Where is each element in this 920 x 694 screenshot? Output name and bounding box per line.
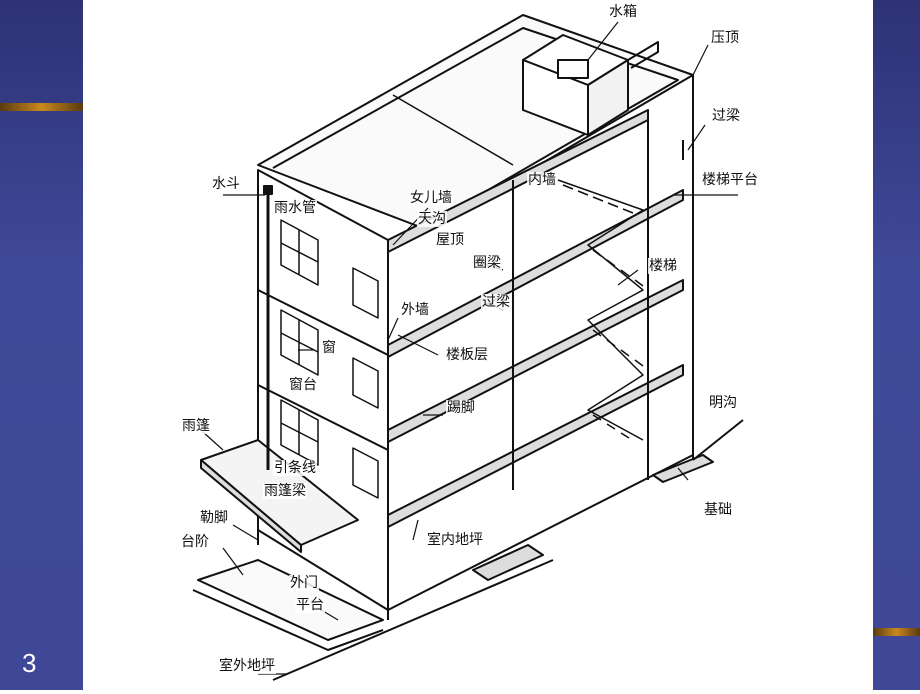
- label-platform: 平台: [295, 597, 325, 613]
- water-tank: [522, 34, 659, 136]
- label-coping: 压顶: [710, 30, 740, 46]
- label-steps: 台阶: [180, 534, 210, 550]
- left-windows: [280, 219, 379, 499]
- label-inner-wall: 内墙: [527, 172, 557, 188]
- label-window-sill: 窗台: [288, 377, 318, 393]
- label-window: 窗: [321, 340, 337, 356]
- label-exterior-door: 外门: [289, 575, 319, 591]
- label-ring-beam: 圈梁: [472, 255, 502, 271]
- building-drawing: [192, 14, 744, 681]
- label-water-tank: 水箱: [608, 4, 638, 20]
- building-diagram: 水箱 压顶 过梁 内墙 楼梯平台 水斗 雨水管 女儿墙 天沟 屋顶 圈梁 楼梯 …: [83, 0, 873, 690]
- label-drip-line: 引条线: [273, 460, 317, 476]
- slide-number: 3: [22, 648, 37, 678]
- label-foundation: 基础: [703, 502, 733, 518]
- label-floor-slab: 楼板层: [445, 347, 489, 363]
- label-parapet: 女儿墙: [409, 190, 453, 206]
- label-lintel-top: 过梁: [711, 108, 741, 124]
- left-accent-stripe: [0, 103, 83, 111]
- label-stairs: 楼梯: [648, 258, 678, 274]
- label-canopy-beam: 雨篷梁: [263, 483, 307, 499]
- left-decorative-band: [0, 0, 83, 690]
- label-gutter: 天沟: [417, 211, 447, 227]
- staircase: [557, 179, 644, 441]
- label-downpipe: 雨水管: [273, 200, 317, 216]
- label-canopy: 雨篷: [181, 418, 211, 434]
- downpipe: [263, 185, 273, 470]
- right-accent-stripe: [873, 628, 920, 636]
- label-plinth: 勒脚: [199, 510, 229, 526]
- ground-level: [192, 419, 744, 681]
- label-outer-wall: 外墙: [400, 302, 430, 318]
- right-wall: [647, 75, 694, 480]
- label-outdoor-ground: 室外地坪: [218, 658, 276, 674]
- label-baseboard: 踢脚: [446, 400, 476, 416]
- label-roof: 屋顶: [435, 232, 465, 248]
- right-decorative-band: [873, 0, 920, 690]
- label-stair-landing: 楼梯平台: [701, 172, 759, 188]
- label-indoor-floor: 室内地坪: [426, 532, 484, 548]
- label-lintel-mid: 过梁: [481, 294, 511, 310]
- label-open-drain: 明沟: [708, 395, 738, 411]
- label-rain-hopper: 水斗: [211, 176, 241, 192]
